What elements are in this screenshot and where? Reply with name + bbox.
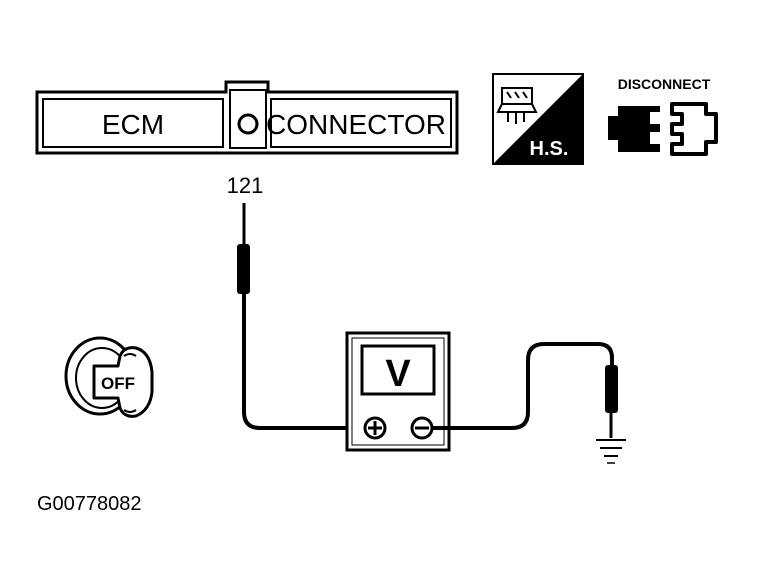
plus-terminal-icon xyxy=(363,416,387,440)
ignition-key-icon: OFF xyxy=(64,336,154,418)
figure-id: G00778082 xyxy=(37,493,142,515)
positive-probe-lead xyxy=(237,203,360,430)
ecm-connector-box: ECM CONNECTOR xyxy=(35,80,459,155)
connector-label: CONNECTOR xyxy=(266,109,446,140)
ground-icon xyxy=(596,439,626,464)
hs-label: H.S. xyxy=(530,138,569,160)
disconnect-label: DISCONNECT xyxy=(618,76,711,92)
disconnected-connector-icon: DISCONNECT xyxy=(608,76,718,156)
ecm-label: ECM xyxy=(102,109,164,140)
negative-probe-lead xyxy=(432,342,618,438)
meter-mode-label: V xyxy=(385,353,411,395)
probe-tip xyxy=(605,365,618,413)
voltmeter: V xyxy=(345,331,451,452)
connector-pin-icon xyxy=(237,113,259,135)
ignition-off-label: OFF xyxy=(101,374,135,393)
minus-terminal-icon xyxy=(410,416,434,440)
meter-display xyxy=(360,344,436,396)
probe-tip xyxy=(237,244,250,294)
terminal-number: 121 xyxy=(227,173,264,198)
harness-connector-icon: H.S. xyxy=(492,73,584,165)
